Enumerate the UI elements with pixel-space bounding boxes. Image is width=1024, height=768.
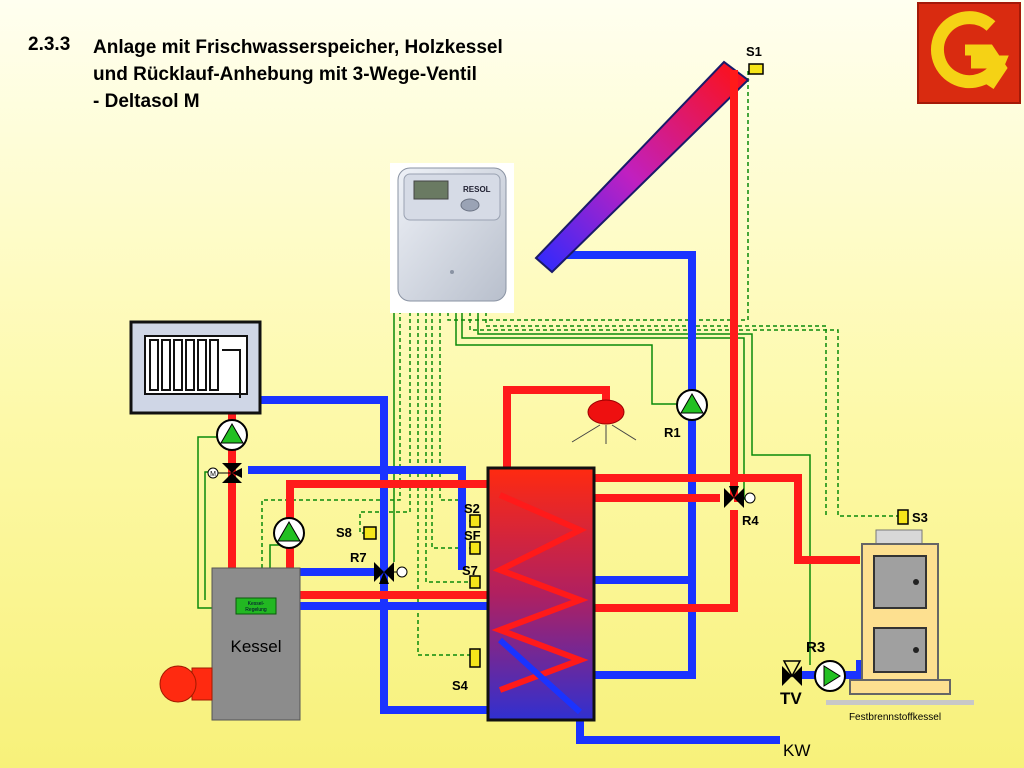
pump-boiler-loop xyxy=(273,517,305,549)
label-sf: SF xyxy=(464,528,481,543)
label-s3: S3 xyxy=(912,510,928,525)
title-line-2: und Rücklauf-Anhebung mit 3-Wege-Ventil xyxy=(93,64,477,85)
sensor-s4 xyxy=(469,648,481,668)
sensor-sf xyxy=(469,541,481,555)
g-arrow-logo-icon xyxy=(930,11,1009,90)
company-logo xyxy=(917,2,1021,104)
controller-brand: RESOL xyxy=(463,185,491,194)
sensors xyxy=(363,63,909,668)
label-s7: S7 xyxy=(462,563,478,578)
solar-collector xyxy=(534,60,750,274)
kessel-regelung-label-1: Kessel- xyxy=(248,601,265,607)
pump-r3 xyxy=(814,660,846,692)
shower-head xyxy=(571,399,637,444)
label-r7: R7 xyxy=(350,550,367,565)
motor-label: M xyxy=(210,471,216,478)
label-kw: KW xyxy=(783,741,810,760)
label-r1: R1 xyxy=(664,425,681,440)
page-title: Anlage mit Frischwasserspeicher, Holzkes… xyxy=(93,34,503,115)
valve-tv xyxy=(782,660,802,686)
burner xyxy=(159,665,197,703)
storage-tank xyxy=(486,466,596,722)
kessel-regelung-label-2: Regelung xyxy=(245,607,267,613)
resol-controller: RESOL xyxy=(390,163,514,313)
sensor-s2 xyxy=(469,514,481,528)
kessel-regelung-box xyxy=(235,597,277,615)
pump-r1 xyxy=(676,389,708,421)
title-line-3: - Deltasol M xyxy=(93,91,200,112)
label-r4: R4 xyxy=(742,513,759,528)
label-s1: S1 xyxy=(746,44,762,59)
valve-motor-m: M xyxy=(207,463,242,483)
pump-radiator xyxy=(216,419,248,451)
valve-r4 xyxy=(724,486,756,508)
sensor-s1 xyxy=(748,63,764,75)
sensor-s7 xyxy=(469,575,481,589)
festbrennstoffkessel-label: Festbrennstoffkessel xyxy=(849,712,941,723)
boiler-kessel: Kessel Kessel- Regelung xyxy=(159,567,301,721)
controller-display xyxy=(413,180,449,200)
label-s8: S8 xyxy=(336,525,352,540)
hot-pipes xyxy=(228,150,860,612)
sensor-s8 xyxy=(363,526,377,540)
radiator xyxy=(129,320,262,415)
label-s2: S2 xyxy=(464,501,480,516)
title-line-1: Anlage mit Frischwasserspeicher, Holzkes… xyxy=(93,37,503,58)
heat-exchanger-coil xyxy=(491,492,589,693)
label-s4: S4 xyxy=(452,678,469,693)
label-r3: R3 xyxy=(806,639,825,656)
section-number: 2.3.3 xyxy=(28,34,71,55)
valve-r7 xyxy=(374,562,408,584)
sensor-s3 xyxy=(897,509,909,525)
kessel-label: Kessel xyxy=(230,637,281,656)
cold-pipes xyxy=(240,251,864,744)
solid-fuel-boiler: Festbrennstoffkessel xyxy=(826,529,974,723)
label-tv: TV xyxy=(780,689,802,708)
controller-knob xyxy=(460,198,480,212)
